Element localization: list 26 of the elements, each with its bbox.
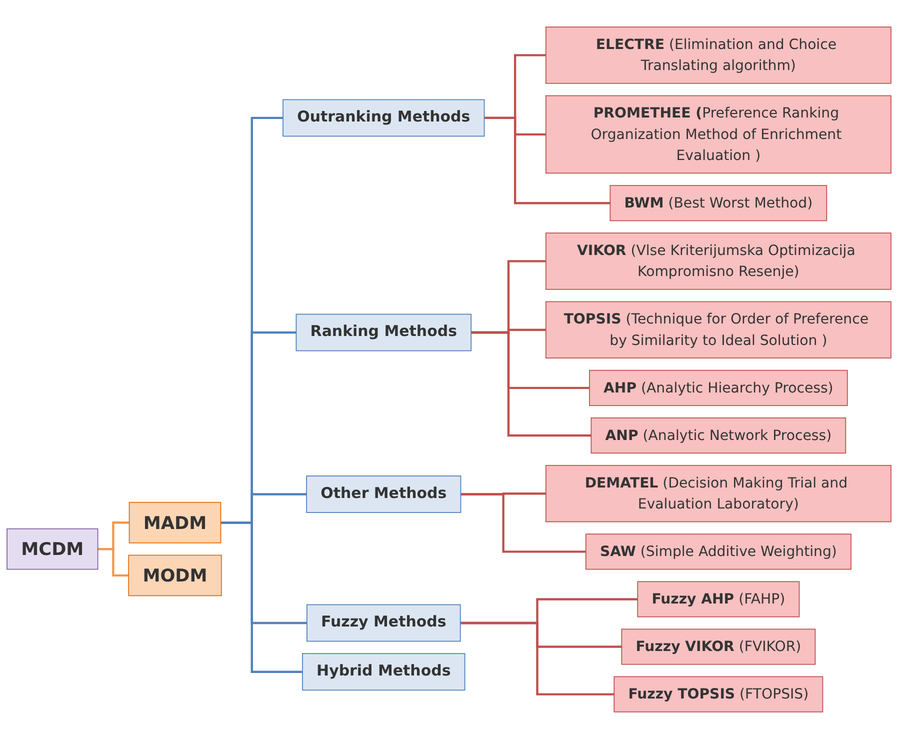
connector: [460, 621, 614, 695]
node-box: BWM (Best Worst Method): [610, 184, 828, 221]
node-box: Fuzzy Methods: [306, 604, 461, 642]
node-box: Ranking Methods: [296, 313, 472, 351]
connector: [484, 116, 610, 204]
node-box: Other Methods: [306, 475, 462, 512]
node-box: TOPSIS (Technique for Order of Preference by Similarity to Ideal Solution ): [545, 300, 892, 358]
node-box: ELECTRE (Elimination and Choice Translating algorithm): [545, 26, 892, 84]
node-box: MADM: [128, 501, 222, 543]
connector: [460, 492, 586, 552]
node-box: MCDM: [6, 528, 98, 570]
node-box: PROMETHEE (Preference Ranking Organization Method of Enrichment Evaluation ): [545, 94, 892, 174]
node-box: Hybrid Methods: [302, 652, 466, 690]
node-box: DEMATEL (Decision Making Trial and Evaluation Laboratory): [545, 464, 892, 522]
node-box: Fuzzy AHP (FAHP): [637, 580, 800, 617]
node-box: Fuzzy TOPSIS (FTOPSIS): [614, 676, 824, 712]
node-box: VIKOR (Vlse Kriterijumska Optimizacija Kompromisno Resenje): [545, 232, 892, 290]
node-box: Fuzzy VIKOR (FVIKOR): [621, 628, 816, 664]
node-box: Outranking Methods: [282, 98, 485, 136]
connector: [220, 521, 302, 672]
node-box: ANP (Analytic Network Process): [590, 416, 846, 454]
node-box: SAW (Simple Additive Weighting): [585, 533, 852, 570]
connector: [98, 547, 129, 576]
connector: [471, 330, 592, 436]
node-box: MODM: [128, 554, 222, 596]
node-box: AHP (Analytic Hiearchy Process): [589, 369, 848, 406]
